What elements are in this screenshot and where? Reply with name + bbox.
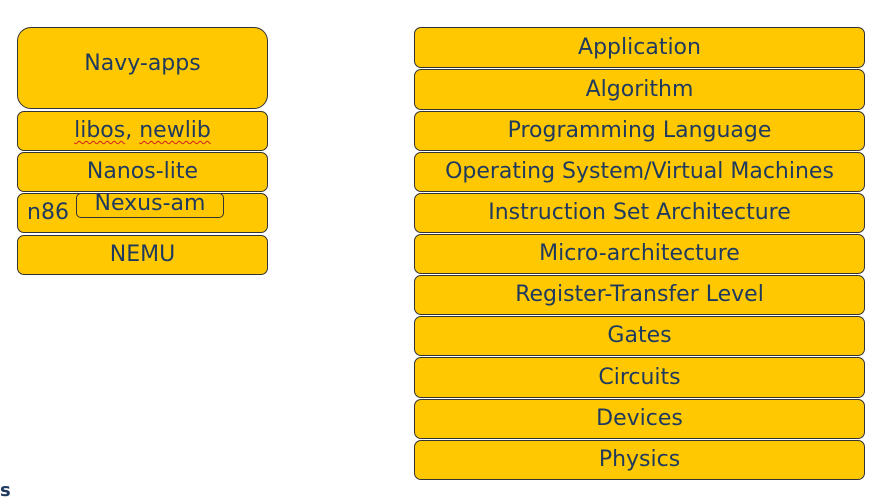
- layer-isa: Instruction Set Architecture: [414, 193, 865, 233]
- layer-application: Application: [414, 27, 865, 68]
- layer-application-label: Application: [578, 34, 701, 60]
- layer-operating-system: Operating System/Virtual Machines: [414, 152, 865, 192]
- nanos-lite-layer: Nanos-lite: [17, 152, 268, 192]
- layer-programming-language: Programming Language: [414, 111, 865, 151]
- layer-physics: Physics: [414, 440, 865, 480]
- layer-programming-language-label: Programming Language: [507, 118, 772, 143]
- libos-separator: ,: [125, 118, 140, 143]
- n86-label: n86: [27, 200, 69, 225]
- layer-gates-label: Gates: [607, 323, 672, 348]
- nexus-am-label: Nexus-am: [94, 191, 206, 216]
- libos-newlib-layer: libos, newlib: [17, 111, 268, 151]
- layer-physics-label: Physics: [598, 447, 681, 472]
- layer-micro-architecture: Micro-architecture: [414, 234, 865, 274]
- layer-devices: Devices: [414, 399, 865, 439]
- layer-register-transfer-label: Register-Transfer Level: [515, 282, 764, 307]
- layer-circuits-label: Circuits: [598, 364, 681, 390]
- layer-algorithm: Algorithm: [414, 69, 865, 110]
- libos-label: libos: [74, 118, 126, 143]
- nemu-layer: NEMU: [17, 235, 268, 275]
- nexus-am-box: Nexus-am: [76, 193, 224, 218]
- newlib-label: newlib: [139, 118, 211, 143]
- layer-algorithm-label: Algorithm: [585, 76, 694, 102]
- layer-gates: Gates: [414, 316, 865, 356]
- corner-fragment-text: s: [0, 480, 11, 501]
- navy-apps-layer: Navy-apps: [17, 27, 268, 109]
- nemu-label: NEMU: [109, 242, 176, 267]
- layer-circuits: Circuits: [414, 357, 865, 398]
- layer-micro-architecture-label: Micro-architecture: [539, 241, 740, 266]
- layer-operating-system-label: Operating System/Virtual Machines: [445, 159, 834, 184]
- layer-devices-label: Devices: [596, 406, 683, 431]
- nanos-lite-label: Nanos-lite: [86, 159, 199, 184]
- layer-isa-label: Instruction Set Architecture: [488, 200, 791, 225]
- layer-register-transfer: Register-Transfer Level: [414, 275, 865, 315]
- navy-apps-label: Navy-apps: [84, 51, 201, 76]
